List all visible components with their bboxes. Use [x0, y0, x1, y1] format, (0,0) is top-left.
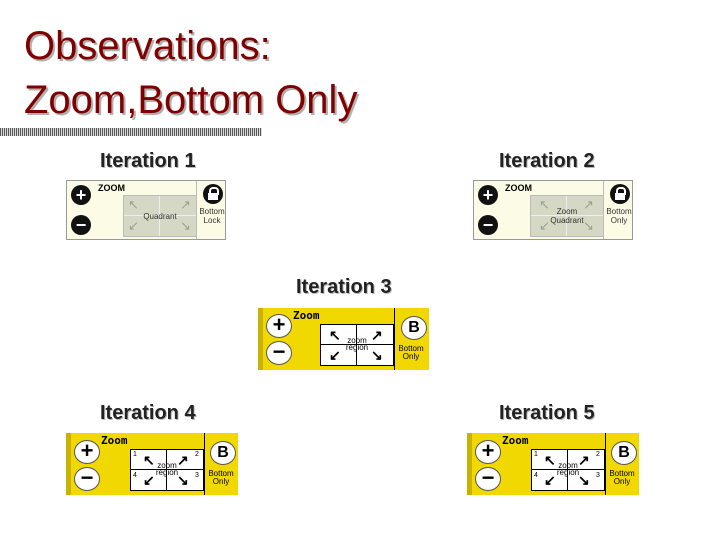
zoom-in-icon[interactable]: + [74, 440, 100, 464]
zoom-in-icon[interactable]: + [478, 185, 498, 205]
arrow-ne-icon[interactable]: ↗ [578, 452, 590, 468]
arrow-ne-icon[interactable]: ↗ [583, 197, 594, 212]
title-underline [0, 128, 262, 136]
arrow-sw-icon[interactable]: ↙ [128, 218, 139, 233]
zoom-in-icon[interactable]: + [71, 185, 91, 205]
quadrant-grid[interactable]: ↖ ↗ ↙ ↘ Quadrant [123, 195, 197, 237]
arrow-sw-icon[interactable]: ↙ [143, 472, 155, 488]
zoom-out-icon[interactable]: − [478, 215, 498, 235]
lock-icon[interactable] [610, 184, 630, 204]
arrow-se-icon[interactable]: ↘ [371, 347, 383, 363]
grid-label: Quadrant [143, 212, 177, 221]
iteration-3-label: Iteration 3 [296, 276, 392, 298]
grid-label-line1: zoom [157, 461, 177, 470]
arrow-se-icon[interactable]: ↘ [583, 218, 594, 233]
quadrant-number: 2 [596, 451, 600, 458]
arrow-sw-icon[interactable]: ↙ [539, 218, 550, 233]
arrow-ne-icon[interactable]: ↗ [371, 327, 383, 343]
grid-label-line2: region [155, 468, 179, 477]
quadrant-number: 1 [133, 451, 137, 458]
zoom-out-icon[interactable]: − [475, 467, 501, 491]
arrow-nw-icon[interactable]: ↖ [128, 197, 139, 212]
arrow-ne-icon[interactable]: ↗ [180, 197, 191, 212]
zoom-out-icon[interactable]: − [71, 215, 91, 235]
slide-title-line2: Zoom,Bottom Only [24, 78, 358, 122]
zoom-label: Zoom [101, 434, 128, 447]
zoom-label: Zoom [293, 309, 320, 322]
arrow-sw-icon[interactable]: ↙ [544, 472, 556, 488]
lock-icon[interactable] [203, 184, 223, 204]
quadrant-number: 3 [195, 472, 199, 479]
quadrant-grid[interactable]: ↖ ↗ ↙ ↘ Zoom Quadrant [530, 195, 604, 237]
zoom-in-icon[interactable]: + [266, 314, 292, 338]
iteration-1-label: Iteration 1 [100, 150, 196, 172]
grid-label-line1: Zoom [556, 207, 578, 216]
arrow-nw-icon[interactable]: ↖ [539, 197, 550, 212]
arrow-nw-icon[interactable]: ↖ [544, 452, 556, 468]
quadrant-number: 4 [534, 472, 538, 479]
zoom-out-icon[interactable]: − [74, 467, 100, 491]
grid-label-line1: zoom [558, 461, 578, 470]
grid-label-line2: region [345, 343, 369, 352]
zoom-label: Zoom [502, 434, 529, 447]
zoom-region-grid[interactable]: ↖ ↗ ↙ ↘ zoom region [320, 324, 394, 366]
arrow-se-icon[interactable]: ↘ [180, 218, 191, 233]
zoom-label: ZOOM [98, 183, 125, 193]
quadrant-number: 4 [133, 472, 137, 479]
zoom-region-grid[interactable]: 1 2 3 4 ↖ ↗ ↙ ↘ zoom region [531, 449, 605, 491]
bottom-only-button[interactable]: B [611, 441, 637, 465]
iteration-4-label: Iteration 4 [100, 402, 196, 424]
arrow-se-icon[interactable]: ↘ [578, 472, 590, 488]
arrow-ne-icon[interactable]: ↗ [177, 452, 189, 468]
zoom-in-icon[interactable]: + [475, 440, 501, 464]
quadrant-number: 2 [195, 451, 199, 458]
arrow-nw-icon[interactable]: ↖ [143, 452, 155, 468]
iteration-5-label: Iteration 5 [499, 402, 595, 424]
arrow-nw-icon[interactable]: ↖ [329, 327, 341, 343]
bottom-only-button[interactable]: B [210, 441, 236, 465]
bottom-only-button[interactable]: B [401, 316, 427, 340]
quadrant-number: 3 [596, 472, 600, 479]
grid-label-line2: region [556, 468, 580, 477]
grid-label-line2: Quadrant [550, 216, 584, 225]
grid-label-line1: zoom [347, 336, 367, 345]
iteration-4-widget: + − Zoom 1 2 3 4 ↖ ↗ ↙ ↘ zoom region B B… [66, 433, 238, 495]
zoom-out-icon[interactable]: − [266, 341, 292, 365]
quadrant-number: 1 [534, 451, 538, 458]
zoom-label: ZOOM [505, 183, 532, 193]
slide-title-line1: Observations: [24, 24, 271, 68]
arrow-se-icon[interactable]: ↘ [177, 472, 189, 488]
zoom-region-grid[interactable]: 1 2 3 4 ↖ ↗ ↙ ↘ zoom region [130, 449, 204, 491]
iteration-2-label: Iteration 2 [499, 150, 595, 172]
arrow-sw-icon[interactable]: ↙ [329, 347, 341, 363]
iteration-5-widget: + − Zoom 1 2 3 4 ↖ ↗ ↙ ↘ zoom region B B… [467, 433, 639, 495]
